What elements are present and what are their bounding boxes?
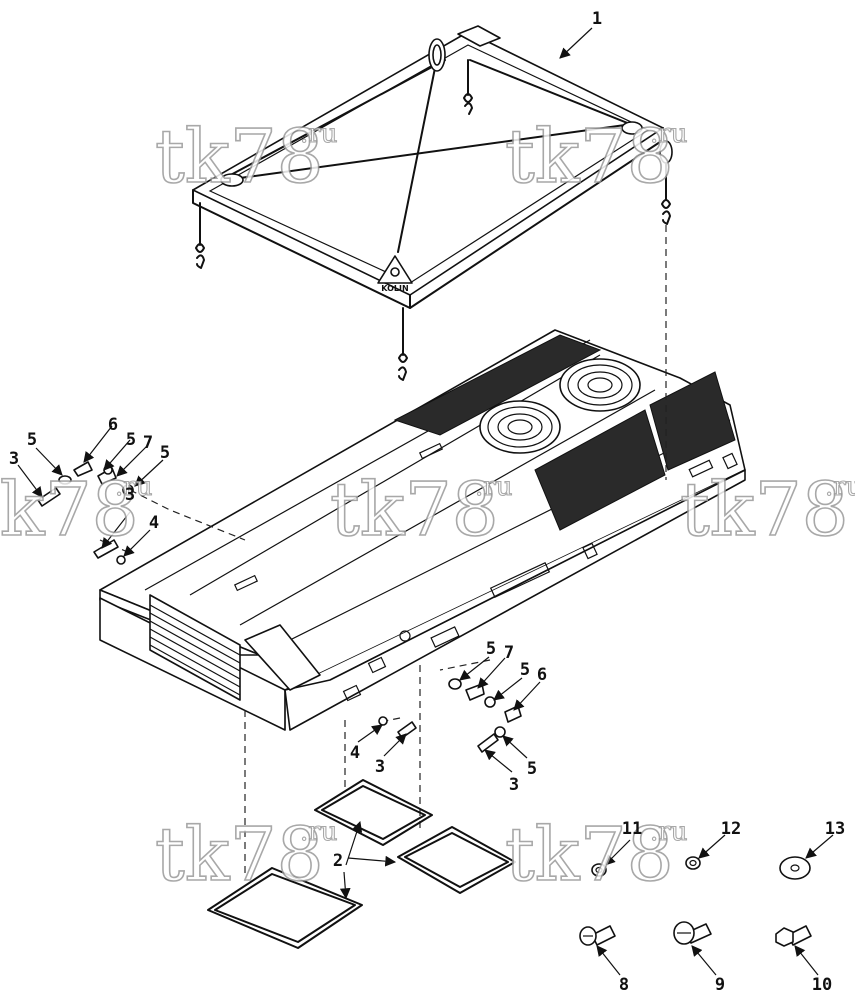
cotter-6-left [73,461,93,477]
callout-5c: 5 [160,443,170,463]
callout-4b: 4 [350,743,360,763]
svg-text:tk78: tk78 [0,467,139,553]
callout-11: 11 [622,819,642,839]
svg-text:.ru: .ru [300,817,337,847]
callout-6b: 6 [537,665,547,685]
callout-3d: 3 [375,757,385,777]
svg-text:tk78: tk78 [680,467,849,553]
callout-1: 1 [592,9,602,29]
washer-5-left-a [58,475,72,485]
nut-4-right [378,716,388,726]
watermark-3: tk78 .ru [0,466,153,554]
svg-text:.ru: .ru [475,472,512,502]
callout-7b: 7 [504,643,514,663]
watermark-2: tk78 .ru [504,113,688,201]
svg-text:tk78: tk78 [330,467,499,553]
callout-9: 9 [715,975,725,995]
watermarks: tk78 .ru tk78 .ru tk78 .ru tk78 .ru tk78… [0,113,855,899]
callout-3c: 3 [509,775,519,795]
watermark-1: tk78 .ru [154,113,338,201]
svg-text:tk78: tk78 [505,812,674,898]
svg-text:.ru: .ru [300,119,337,149]
callout-8: 8 [619,975,629,995]
svg-text:.ru: .ru [650,817,687,847]
washer-5-right-b [484,696,496,708]
watermark-6: tk78 .ru [154,811,338,899]
rooftop-unit-housing [99,329,746,731]
callout-3a: 3 [9,449,19,469]
bolt-10 [775,925,812,947]
svg-text:tk78: tk78 [155,114,324,200]
callout-5e: 5 [520,660,530,680]
pin-3-left-top [37,487,61,507]
callout-13: 13 [825,819,845,839]
screw-9 [673,921,712,945]
gaskets [207,779,516,949]
fasteners [579,856,812,947]
svg-text:.ru: .ru [825,472,855,502]
nut-4-left [116,555,126,565]
flat-washer-13 [779,856,811,880]
watermark-5: tk78 .ru [679,466,855,554]
callout-5d: 5 [486,639,496,659]
svg-text:.ru: .ru [650,119,687,149]
mounting-hardware-right [378,678,522,753]
callout-labels: 1 5 3 6 5 7 5 3 4 5 7 5 6 5 3 4 3 2 11 1… [9,9,845,995]
watermark-7: tk78 .ru [504,811,688,899]
svg-text:.ru: .ru [115,472,152,502]
callout-3b: 3 [125,485,135,505]
fan-guard-left [479,400,561,454]
callout-6a: 6 [108,415,118,435]
callout-12: 12 [721,819,741,839]
bushing-7-right [465,683,485,701]
fan-guard-right [559,358,641,412]
screw-8 [579,925,616,946]
cotter-6-right [504,705,522,723]
callout-7a: 7 [143,433,153,453]
pin-3-center [397,721,417,739]
washer-11 [591,863,607,877]
lifting-frame: KOLIN [192,25,673,381]
pin-3-right [477,733,499,753]
washer-5-right-a [448,678,462,690]
callout-5b: 5 [126,430,136,450]
manufacturer-logo: KOLIN [381,284,408,293]
callout-4a: 4 [149,513,159,533]
svg-text:tk78: tk78 [155,812,324,898]
callout-2: 2 [333,851,343,871]
watermark-4: tk78 .ru [329,466,513,554]
svg-text:tk78: tk78 [505,114,674,200]
callout-5a: 5 [27,430,37,450]
callout-10: 10 [812,975,832,995]
callout-5f: 5 [527,759,537,779]
nut-12 [685,856,701,870]
washer-5-left-b [122,484,134,496]
washer-5-right-c [494,726,506,738]
callout-arrows [17,27,834,976]
